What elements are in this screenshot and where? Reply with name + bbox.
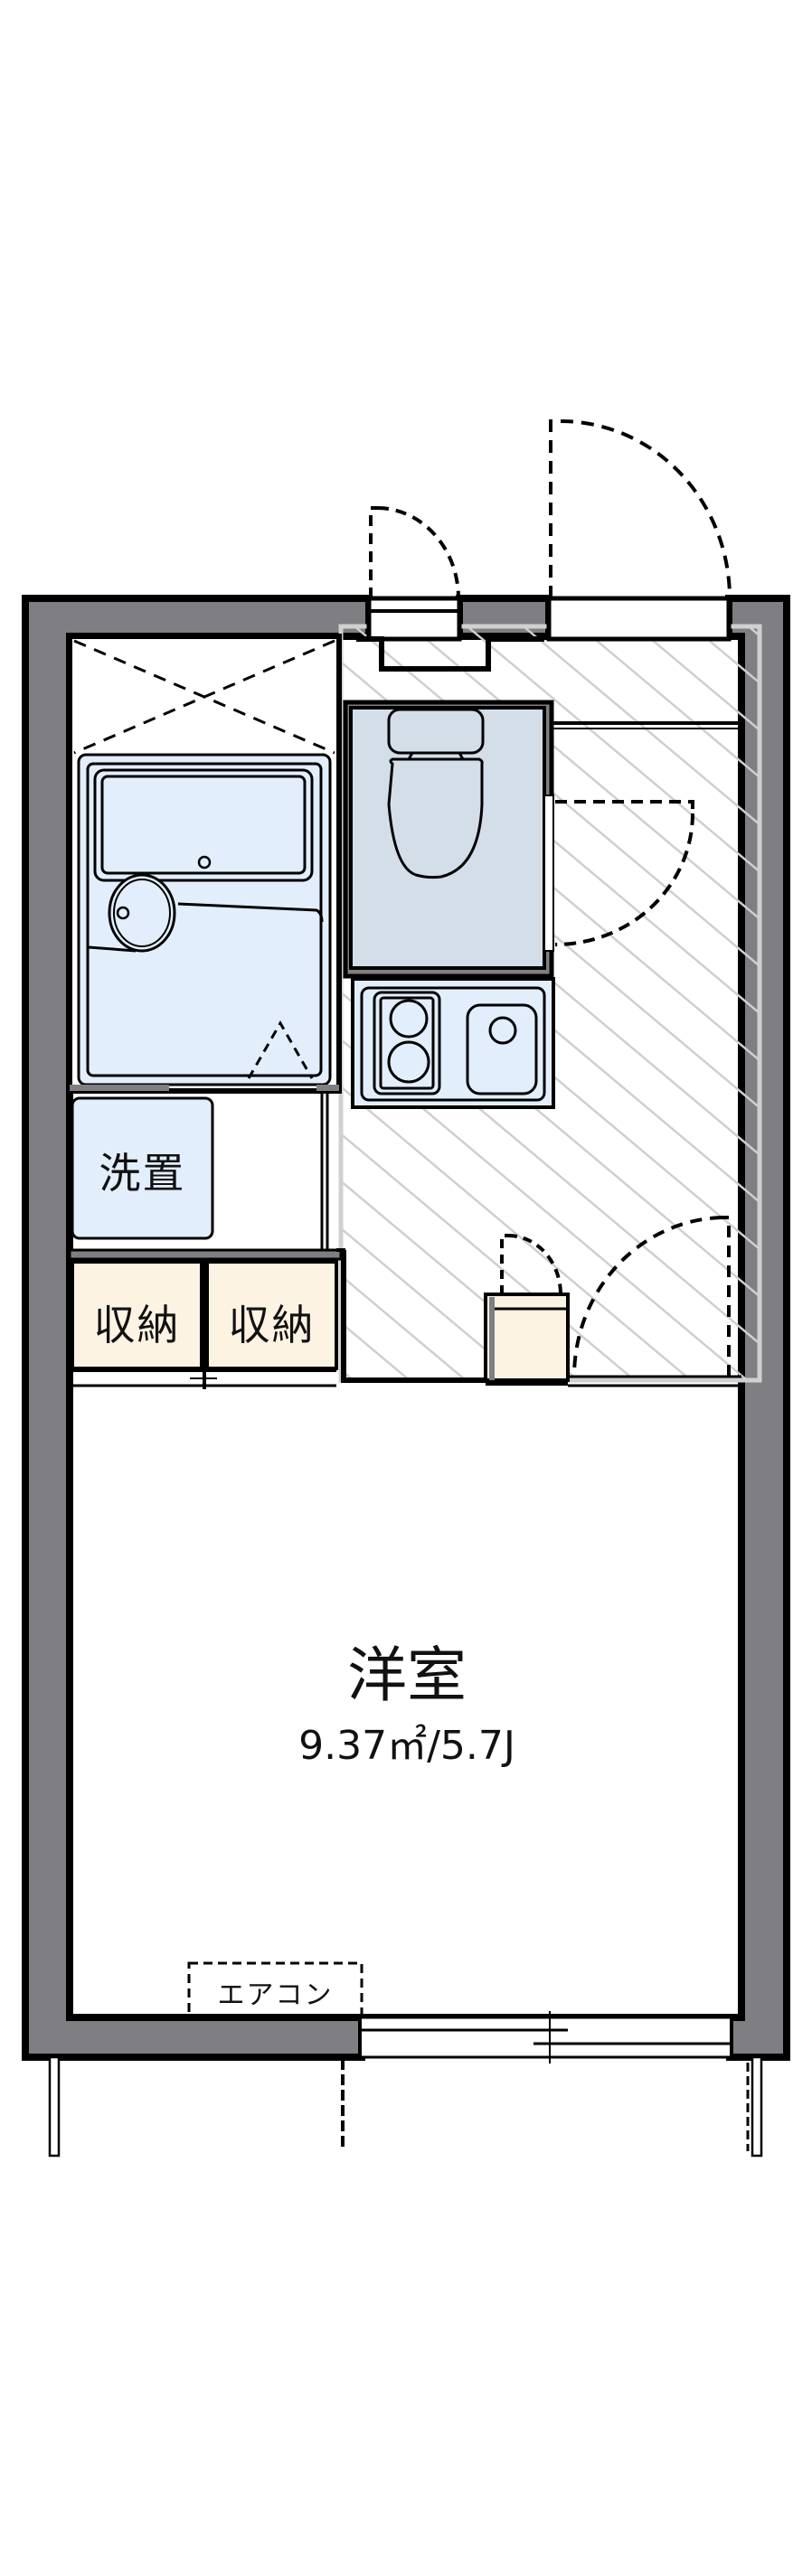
western-room-area: 9.37㎡/5.7J (298, 1723, 515, 1769)
door-swing-shoe-cabinet (500, 1234, 562, 1295)
balcony-posts (48, 2055, 763, 2158)
storage-closets (68, 1248, 345, 1389)
washer-space-label: 洗置 (99, 1149, 186, 1198)
door-swing-entrance (549, 419, 732, 599)
door-swing-toilet-window (369, 506, 460, 599)
air-conditioner-label: エアコン (217, 1979, 334, 2011)
toilet-room (343, 700, 554, 979)
storage-2-label: 収納 (228, 1301, 316, 1349)
kitchen-unit (351, 977, 555, 1109)
entrance-opening (546, 596, 740, 729)
western-room-label: 洋室 (347, 1641, 467, 1710)
shoe-cabinet (484, 1293, 570, 1382)
washer-space (71, 1091, 329, 1250)
door-swing-room (572, 1216, 731, 1377)
air-conditioner (187, 1961, 364, 2019)
unit-bath (67, 634, 342, 1094)
toilet-window (356, 596, 544, 672)
balcony-window (362, 2011, 730, 2064)
door-swing-toilet (554, 800, 694, 946)
storage-1-label: 収納 (93, 1301, 181, 1349)
entry-partition (341, 1250, 741, 1387)
